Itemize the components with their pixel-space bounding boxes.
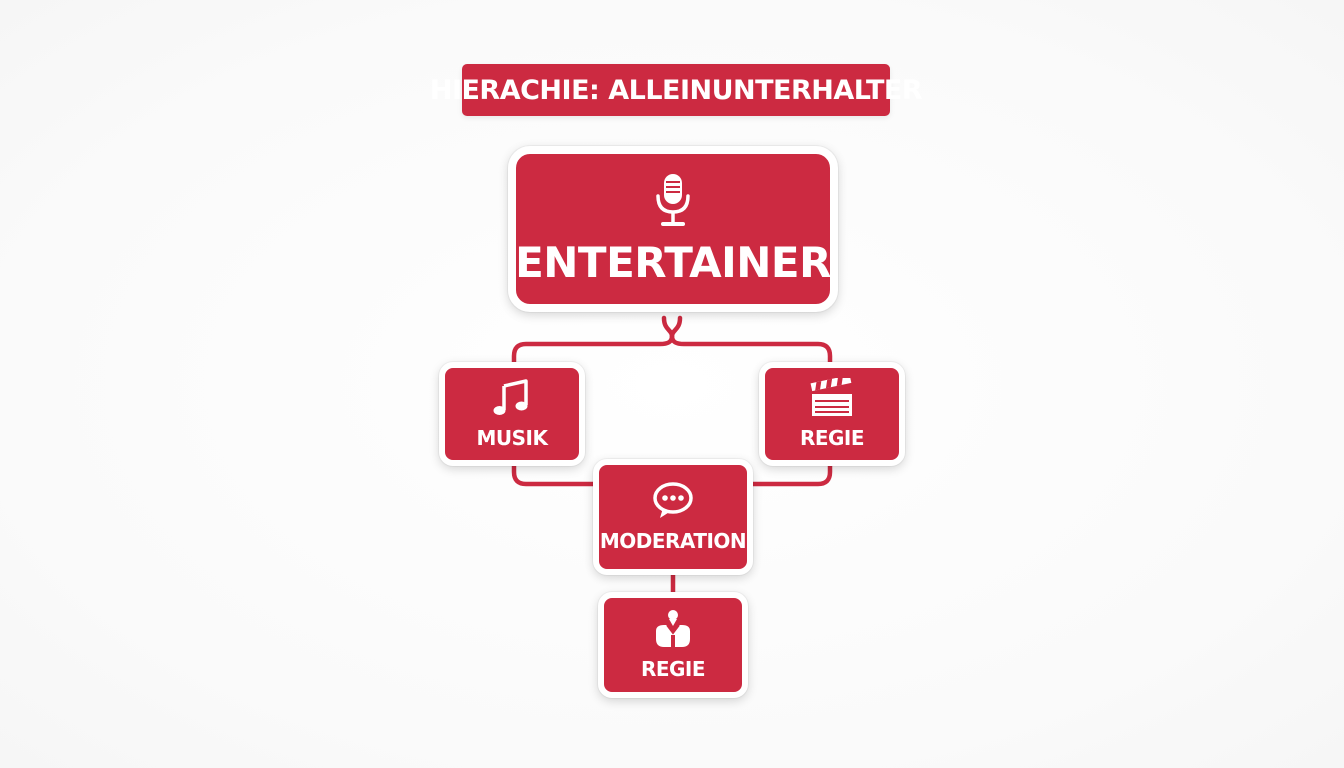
speech-bubble-icon	[652, 481, 694, 521]
music-note-icon	[492, 378, 532, 418]
node-entertainer[interactable]: ENTERTAINER	[508, 146, 838, 312]
connector-regie-moderation	[747, 463, 833, 487]
node-moderation[interactable]: MODERATION	[593, 459, 753, 575]
node-regie-label: REGIE	[799, 426, 865, 450]
diagram-title: HIERACHIE: ALLEINUNTERHALTER	[430, 64, 923, 116]
node-musik-label: MUSIK	[476, 426, 549, 450]
connector-musik-moderation	[511, 463, 599, 487]
node-musik[interactable]: MUSIK	[439, 362, 585, 466]
microphone-icon	[653, 172, 693, 230]
director-person-icon	[652, 609, 694, 649]
node-regie-bottom-label: REGIE	[640, 657, 706, 681]
node-moderation-label: MODERATION	[599, 529, 747, 553]
clapperboard-icon	[809, 378, 855, 418]
connector-root-musik	[511, 333, 675, 365]
node-regie-bottom[interactable]: REGIE	[598, 592, 748, 698]
node-entertainer-label: ENTERTAINER	[515, 237, 831, 287]
connector-root-brace	[661, 315, 683, 339]
connector-root-regie	[669, 333, 833, 365]
node-regie[interactable]: REGIE	[759, 362, 905, 466]
